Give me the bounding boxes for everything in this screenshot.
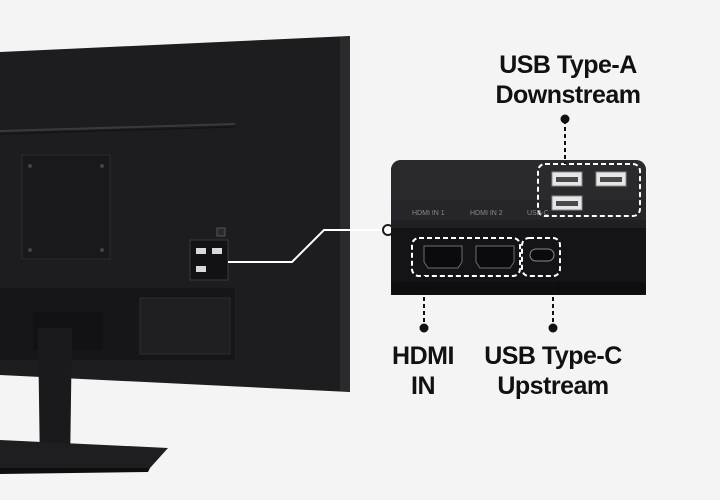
port-strip-text: USB-C [527, 210, 549, 217]
vent-ridge [0, 123, 236, 132]
usb-port-small [196, 266, 206, 272]
usb-port-small [212, 248, 222, 254]
callout-connector-line [228, 229, 388, 263]
port-strip-text: HDMI IN 2 [470, 210, 503, 217]
hdmi-label: HDMI IN [378, 341, 468, 401]
usb-c-leader-dot [548, 323, 558, 333]
usb-c-highlight-box [521, 237, 561, 277]
cable-cover [139, 297, 231, 355]
vesa-screw-hole [100, 248, 104, 252]
vent-ridge-shadow [0, 126, 236, 135]
stand-base [0, 440, 168, 470]
usb-c-label: USB Type-C Upstream [478, 341, 628, 401]
stand-base-shadow [0, 468, 150, 474]
vesa-screw-hole [28, 248, 32, 252]
usb-port-small [196, 248, 206, 254]
vesa-screw-hole [28, 164, 32, 168]
usb-c-label-line2: Upstream [497, 372, 609, 400]
usb-a-highlight-box [537, 163, 641, 217]
stand-neck [38, 328, 72, 468]
usb-a-label-line2: Downstream [495, 81, 641, 109]
lock-slot [216, 227, 226, 237]
hdmi-highlight-box [411, 237, 521, 277]
usb-a-leader-dot [560, 114, 570, 124]
vesa-screw-hole [100, 164, 104, 168]
zoomed-port-panel [391, 160, 646, 295]
usb-a-port-tongue [556, 177, 578, 182]
vesa-mount-plate [21, 154, 111, 260]
usb-a-label: USB Type-A Downstream [478, 50, 658, 110]
usb-a-label-line1: USB Type-A [499, 51, 637, 79]
usb-a-port-tongue [556, 201, 578, 206]
usb-a-port-tongue [600, 177, 622, 182]
hdmi-port [475, 245, 515, 269]
usb-c-label-line1: USB Type-C [484, 342, 622, 370]
hdmi-port [423, 245, 463, 269]
hdmi-label-line1: HDMI [392, 342, 454, 370]
port-strip-text: HDMI IN 1 [412, 210, 445, 217]
monitor-edge-highlight [340, 36, 350, 392]
usb-c-port [529, 248, 555, 262]
hdmi-label-line2: IN [411, 372, 436, 400]
hdmi-leader-dot [419, 323, 429, 333]
rear-port-cluster [189, 239, 229, 281]
